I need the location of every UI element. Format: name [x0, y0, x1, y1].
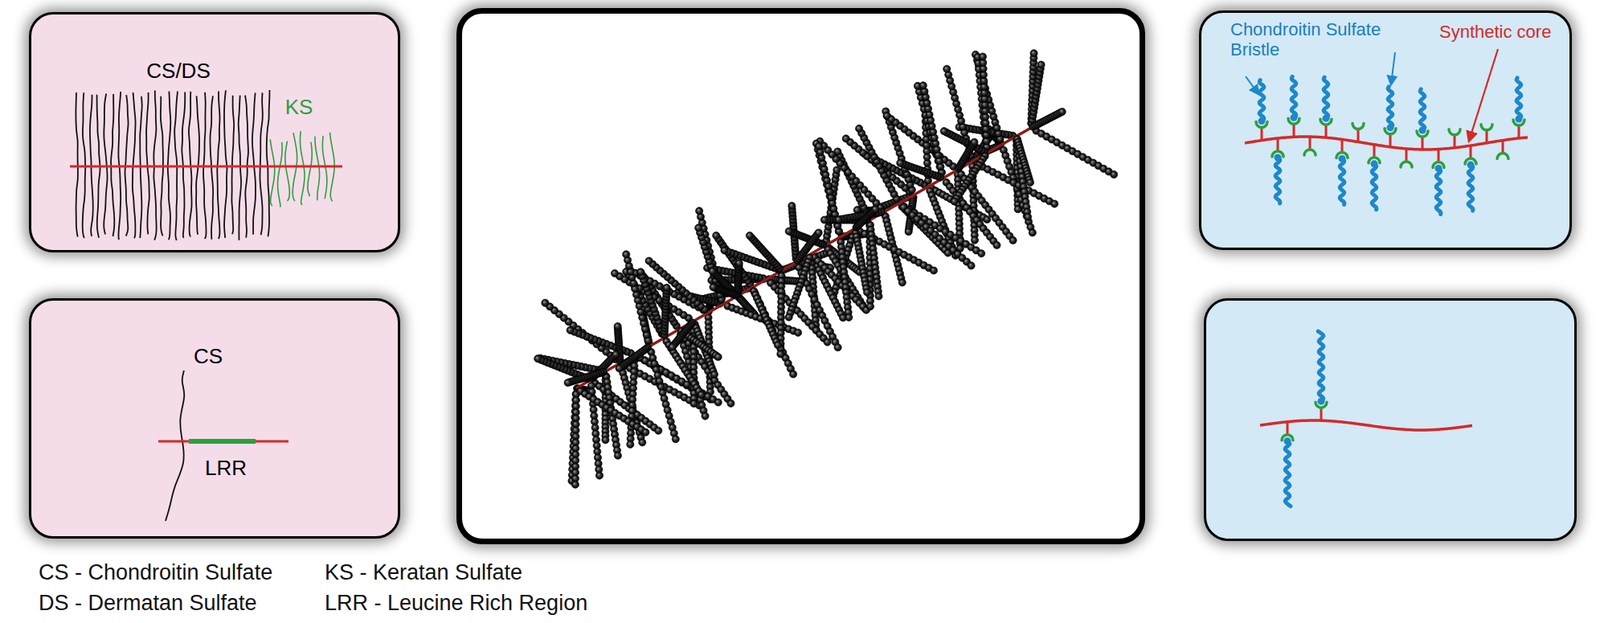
bead — [534, 355, 542, 363]
bead — [662, 283, 671, 291]
bead — [701, 412, 709, 420]
bead — [970, 138, 979, 146]
bead — [642, 428, 650, 436]
panel-drawing — [456, 8, 1146, 545]
bead — [735, 259, 743, 267]
bead — [993, 241, 1001, 249]
bead — [1023, 212, 1032, 221]
bead — [929, 266, 938, 275]
bead — [943, 65, 951, 73]
bead — [1030, 49, 1038, 58]
bead — [610, 269, 618, 277]
bead — [1026, 178, 1034, 186]
bead — [777, 350, 785, 358]
bead — [612, 350, 620, 358]
bead — [940, 127, 948, 136]
bead — [541, 298, 549, 307]
bead — [814, 229, 823, 237]
bristles-front — [534, 49, 1118, 489]
bead — [789, 370, 797, 378]
bead — [833, 166, 841, 174]
core — [576, 127, 1032, 389]
bead — [883, 111, 891, 119]
bead — [714, 398, 722, 406]
bead — [834, 216, 843, 224]
bead — [727, 399, 735, 407]
bead — [978, 249, 986, 258]
bead — [863, 288, 871, 296]
bead — [714, 352, 722, 361]
bead — [834, 216, 843, 224]
bead — [709, 283, 717, 291]
bead — [898, 278, 906, 287]
bead — [793, 328, 802, 336]
bead — [654, 426, 663, 434]
bead — [571, 401, 579, 410]
bead — [866, 302, 874, 311]
bead — [1051, 200, 1059, 208]
bead — [601, 436, 610, 444]
bead — [785, 227, 793, 235]
illustration-panel — [456, 8, 1146, 545]
bead — [875, 292, 883, 300]
bead — [710, 370, 718, 378]
bead — [695, 224, 703, 232]
bead — [967, 261, 975, 270]
bead — [668, 343, 676, 351]
bead — [708, 267, 717, 275]
bead — [571, 480, 579, 488]
bead — [637, 268, 645, 276]
bead — [697, 390, 705, 398]
bead — [820, 216, 828, 224]
bead — [626, 440, 635, 448]
bristles-back — [541, 50, 1023, 484]
bead — [978, 53, 987, 61]
bead — [904, 228, 913, 236]
bead — [919, 81, 927, 90]
bead — [845, 313, 853, 321]
bead — [645, 257, 653, 265]
bead — [950, 196, 958, 205]
bead — [1037, 61, 1045, 69]
bead — [788, 202, 796, 210]
bead — [814, 142, 823, 150]
bead — [896, 159, 905, 167]
brush-core — [576, 127, 1032, 389]
bead — [773, 341, 782, 349]
bead — [785, 313, 793, 321]
bead — [745, 232, 753, 240]
bead — [950, 197, 958, 205]
bead — [595, 471, 603, 479]
bead — [690, 399, 698, 407]
bead — [566, 326, 574, 334]
bead — [1110, 170, 1118, 178]
bead — [855, 124, 863, 132]
bead — [842, 135, 850, 143]
bead — [638, 438, 647, 447]
bead — [613, 322, 622, 330]
bead — [695, 207, 704, 215]
bead — [671, 435, 680, 443]
bead — [834, 343, 842, 352]
bead — [1028, 229, 1036, 237]
bead — [720, 246, 729, 254]
bead — [712, 232, 721, 240]
bead — [970, 236, 979, 244]
bead — [622, 250, 631, 258]
bead — [1009, 236, 1017, 244]
bead — [613, 451, 622, 459]
